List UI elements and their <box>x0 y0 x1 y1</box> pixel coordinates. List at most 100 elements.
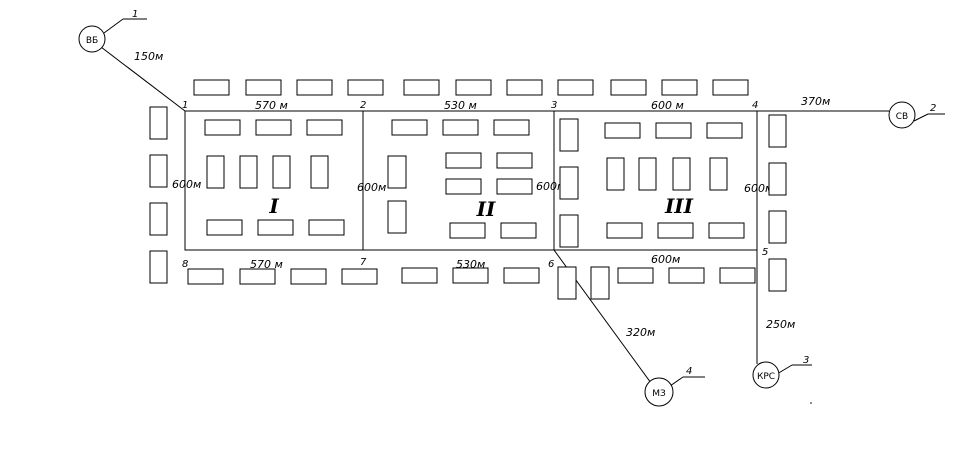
building-22 <box>290 268 327 285</box>
building-15 <box>149 250 168 284</box>
feeder-length-3: 250м <box>766 318 795 331</box>
building-38 <box>310 155 329 189</box>
building-3 <box>296 79 333 96</box>
length-2-3: 530 м <box>444 99 477 112</box>
building-7 <box>506 79 543 96</box>
building-29 <box>617 267 654 284</box>
building-13 <box>149 154 168 188</box>
building-31 <box>719 267 756 284</box>
building-43 <box>442 119 479 136</box>
feeder-number-4: 4 <box>686 366 692 377</box>
length-8-7: 570 м <box>250 258 283 271</box>
building-55 <box>559 214 579 248</box>
station-krs-circle <box>752 361 780 389</box>
building-11 <box>712 79 749 96</box>
building-65 <box>708 222 745 239</box>
leader-3 <box>776 364 793 375</box>
leader-4 <box>669 376 684 387</box>
building-41 <box>308 219 345 236</box>
building-34 <box>306 119 343 136</box>
node-2: 2 <box>360 100 366 111</box>
node-8: 8 <box>182 259 188 270</box>
building-2 <box>245 79 282 96</box>
node-5: 5 <box>762 247 768 258</box>
building-52 <box>500 222 537 239</box>
stray-dot <box>810 402 812 404</box>
building-14 <box>149 202 168 236</box>
feeder-number-2: 2 <box>930 103 936 114</box>
station-sv-circle <box>888 101 916 129</box>
building-10 <box>661 79 698 96</box>
station-vb-circle <box>78 25 106 53</box>
building-8 <box>557 79 594 96</box>
building-63 <box>606 222 643 239</box>
building-54 <box>559 166 579 200</box>
building-18 <box>768 210 787 244</box>
building-61 <box>672 157 691 191</box>
feeder-length-4: 320м <box>626 326 655 339</box>
length-1-2: 570 м <box>255 99 288 112</box>
node-3: 3 <box>551 100 557 111</box>
leader-1 <box>103 18 124 34</box>
district-I-label: I <box>268 194 279 218</box>
building-32 <box>204 119 241 136</box>
station-krs-label: КРС <box>757 372 775 382</box>
building-25 <box>452 267 489 284</box>
length-2-7: 600м <box>357 181 386 194</box>
building-5 <box>403 79 440 96</box>
building-21 <box>239 268 276 285</box>
length-1-8: 600м <box>172 178 201 191</box>
feeder-length-2: 370м <box>801 95 830 108</box>
feeder-number-3: 3 <box>803 355 809 366</box>
station-vb-label: ВБ <box>86 36 98 46</box>
building-27 <box>557 266 577 300</box>
building-62 <box>709 157 728 191</box>
feeder-line-1 <box>100 46 186 112</box>
building-59 <box>606 157 625 191</box>
building-64 <box>657 222 694 239</box>
building-58 <box>706 122 743 139</box>
district-III-label: III <box>664 194 694 218</box>
building-33 <box>255 119 292 136</box>
length-3-4: 600 м <box>651 99 684 112</box>
building-45 <box>445 152 482 169</box>
building-17 <box>768 162 787 196</box>
node-6: 6 <box>548 259 554 270</box>
district-III-outline <box>553 110 758 251</box>
feeder-length-1: 150м <box>134 50 163 63</box>
building-42 <box>391 119 428 136</box>
building-51 <box>449 222 486 239</box>
building-36 <box>239 155 258 189</box>
building-40 <box>257 219 294 236</box>
building-47 <box>445 178 482 195</box>
building-16 <box>768 114 787 148</box>
building-24 <box>401 267 438 284</box>
building-60 <box>638 157 657 191</box>
building-28 <box>590 266 610 300</box>
building-50 <box>387 200 407 234</box>
building-37 <box>272 155 291 189</box>
district-II-label: II <box>476 197 496 221</box>
building-1 <box>193 79 230 96</box>
buildings-group <box>149 79 787 300</box>
building-26 <box>503 267 540 284</box>
building-12 <box>149 106 168 140</box>
length-3-6: 600м <box>536 180 565 193</box>
building-20 <box>187 268 224 285</box>
leader-2 <box>913 113 929 122</box>
building-48 <box>496 178 533 195</box>
building-57 <box>655 122 692 139</box>
building-46 <box>496 152 533 169</box>
node-4: 4 <box>752 100 758 111</box>
building-35 <box>206 155 225 189</box>
building-56 <box>604 122 641 139</box>
building-30 <box>668 267 705 284</box>
station-mz-label: МЗ <box>652 389 666 399</box>
node-1: 1 <box>182 100 188 111</box>
station-sv-label: СВ <box>896 112 908 122</box>
station-mz-circle <box>644 377 674 407</box>
building-53 <box>559 118 579 152</box>
building-4 <box>347 79 384 96</box>
node-7: 7 <box>360 257 367 268</box>
